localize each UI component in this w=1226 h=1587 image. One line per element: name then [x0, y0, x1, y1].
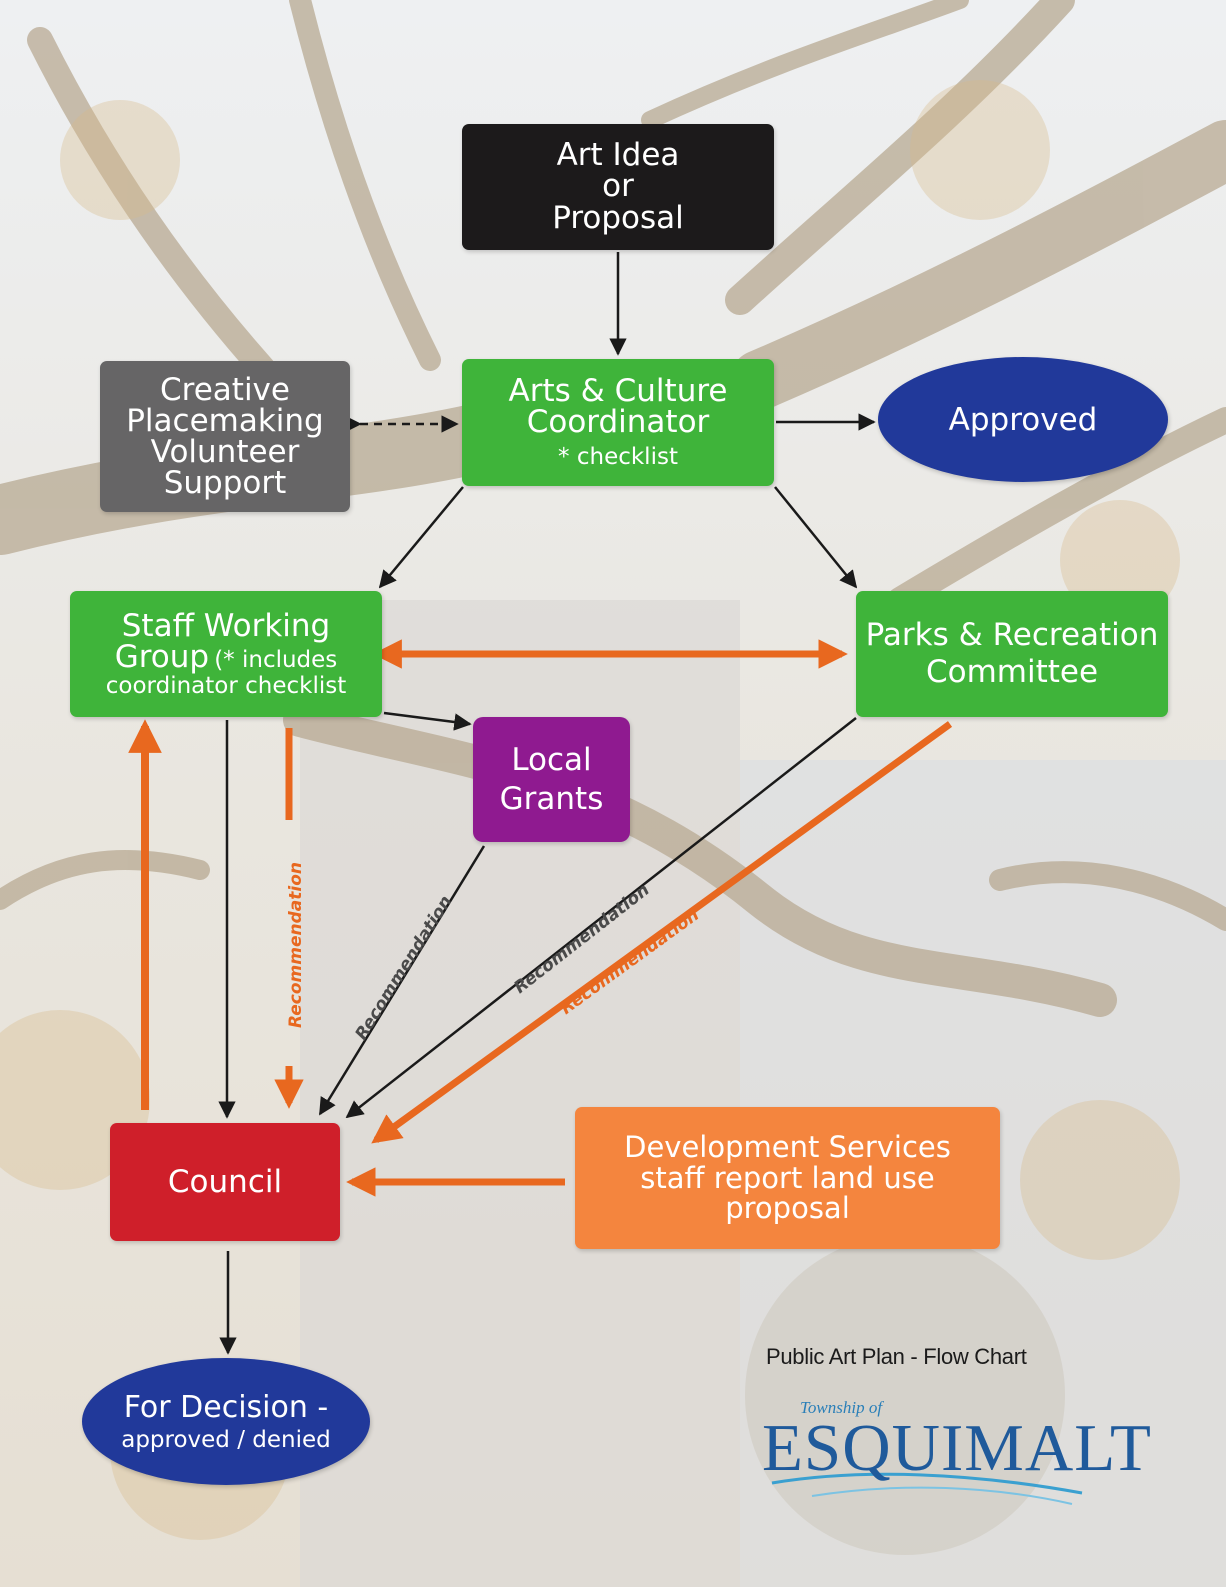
node-local-grants: Local Grants — [473, 717, 630, 842]
node-coordinator-line1: Arts & Culture — [508, 373, 728, 409]
node-council: Council — [110, 1123, 340, 1241]
label-staff-recommendation: Recommendation — [286, 862, 306, 1028]
node-staff-working-group: Staff Working Group (* includes coordina… — [70, 591, 382, 717]
node-council-label: Council — [167, 1163, 283, 1200]
arrow-parks-orange-to-council — [371, 721, 953, 1144]
node-creative-line3: Volunteer — [150, 433, 300, 470]
node-art-idea-line3: Proposal — [552, 199, 684, 236]
node-approved: Approved — [878, 357, 1168, 482]
node-creative-line2: Placemaking — [126, 402, 324, 439]
node-staff-line1: Staff Working — [121, 607, 331, 644]
arrow-grants-to-council — [318, 845, 486, 1116]
node-coordinator-note: * checklist — [558, 444, 678, 470]
label-parks-black-recommendation: Recommendation — [510, 880, 653, 998]
node-grants-line1: Local — [511, 741, 592, 778]
node-parks-line2: Committee — [925, 654, 1099, 690]
node-staff-line3: coordinator checklist — [105, 672, 347, 699]
node-grants-line2: Grants — [499, 780, 604, 817]
node-development-services: Development Services staff report land u… — [575, 1107, 1000, 1249]
node-staff-line2b: (* includes — [214, 646, 338, 673]
node-parks-recreation-committee: Parks & Recreation Committee — [856, 591, 1168, 717]
node-staff-line2a: Group — [114, 638, 210, 675]
node-art-idea-line2: or — [602, 168, 634, 205]
logo-wordmark: ESQUIMALT — [762, 1411, 1152, 1485]
node-parks-line1: Parks & Recreation — [865, 617, 1159, 653]
esquimalt-logo-graphic — [771, 1472, 1083, 1505]
arrow-coordinator-to-parks — [774, 486, 858, 589]
flow-chart-title: Public Art Plan - Flow Chart — [766, 1344, 1027, 1369]
label-grants-recommendation: Recommendation — [352, 892, 457, 1043]
node-art-idea: Art Idea or Proposal — [462, 124, 774, 250]
node-for-decision: For Decision - approved / denied — [82, 1358, 370, 1485]
node-approved-label: Approved — [948, 401, 1098, 438]
arrow-parks-black-to-council — [345, 717, 857, 1119]
label-parks-orange-recommendation: Recommendation — [557, 905, 703, 1019]
node-decision-line2: approved / denied — [121, 1427, 331, 1453]
node-decision-line1: For Decision - — [123, 1390, 329, 1425]
arrow-coordinator-to-staff — [378, 486, 464, 589]
node-creative-line4: Support — [163, 464, 287, 501]
node-devserv-line2: staff report land use — [640, 1160, 935, 1195]
node-creative-line1: Creative — [160, 371, 290, 408]
node-arts-culture-coordinator: Arts & Culture Coordinator * checklist — [462, 359, 774, 486]
node-devserv-line3: proposal — [725, 1191, 850, 1226]
node-coordinator-line2: Coordinator — [526, 404, 710, 440]
node-devserv-line1: Development Services — [624, 1130, 951, 1165]
node-creative-placemaking: Creative Placemaking Volunteer Support — [100, 361, 350, 512]
arrow-staff-to-grants — [383, 711, 472, 731]
node-art-idea-line1: Art Idea — [556, 136, 680, 173]
logo-township-text: Township of — [800, 1398, 883, 1417]
